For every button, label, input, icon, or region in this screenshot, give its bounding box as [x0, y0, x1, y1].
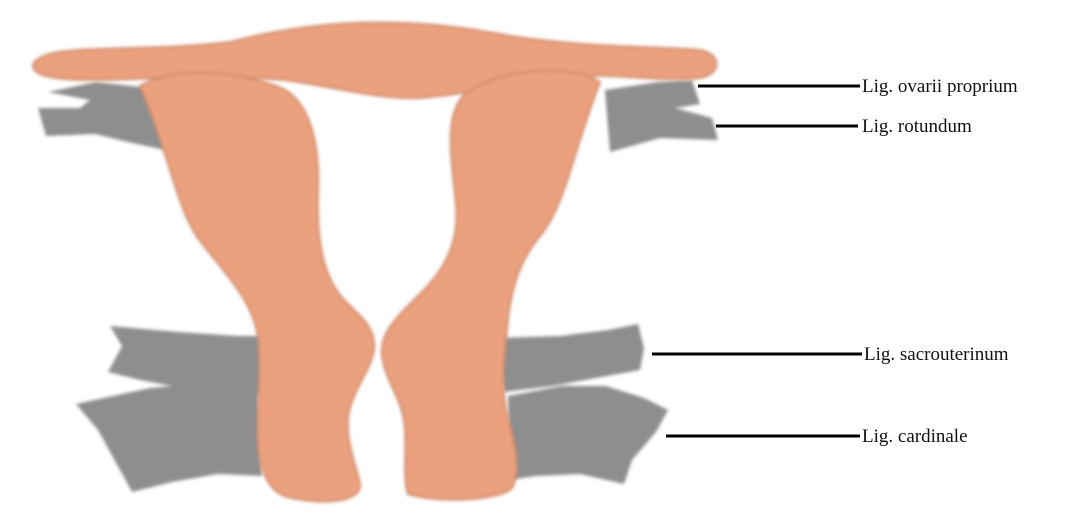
- label-cardinale: Lig. cardinale: [862, 426, 968, 447]
- right-sacrouterine-ligament-shape: [494, 324, 644, 392]
- right-round-ligament-shape: [605, 80, 718, 152]
- right-cardinal-ligament-shape: [508, 386, 668, 484]
- label-sacrouterinum: Lig. sacrouterinum: [864, 344, 1009, 365]
- label-rotundum: Lig. rotundum: [862, 116, 972, 137]
- label-ovarii-proprium: Lig. ovarii proprium: [862, 76, 1018, 97]
- left-cardinal-ligament-shape: [76, 382, 262, 492]
